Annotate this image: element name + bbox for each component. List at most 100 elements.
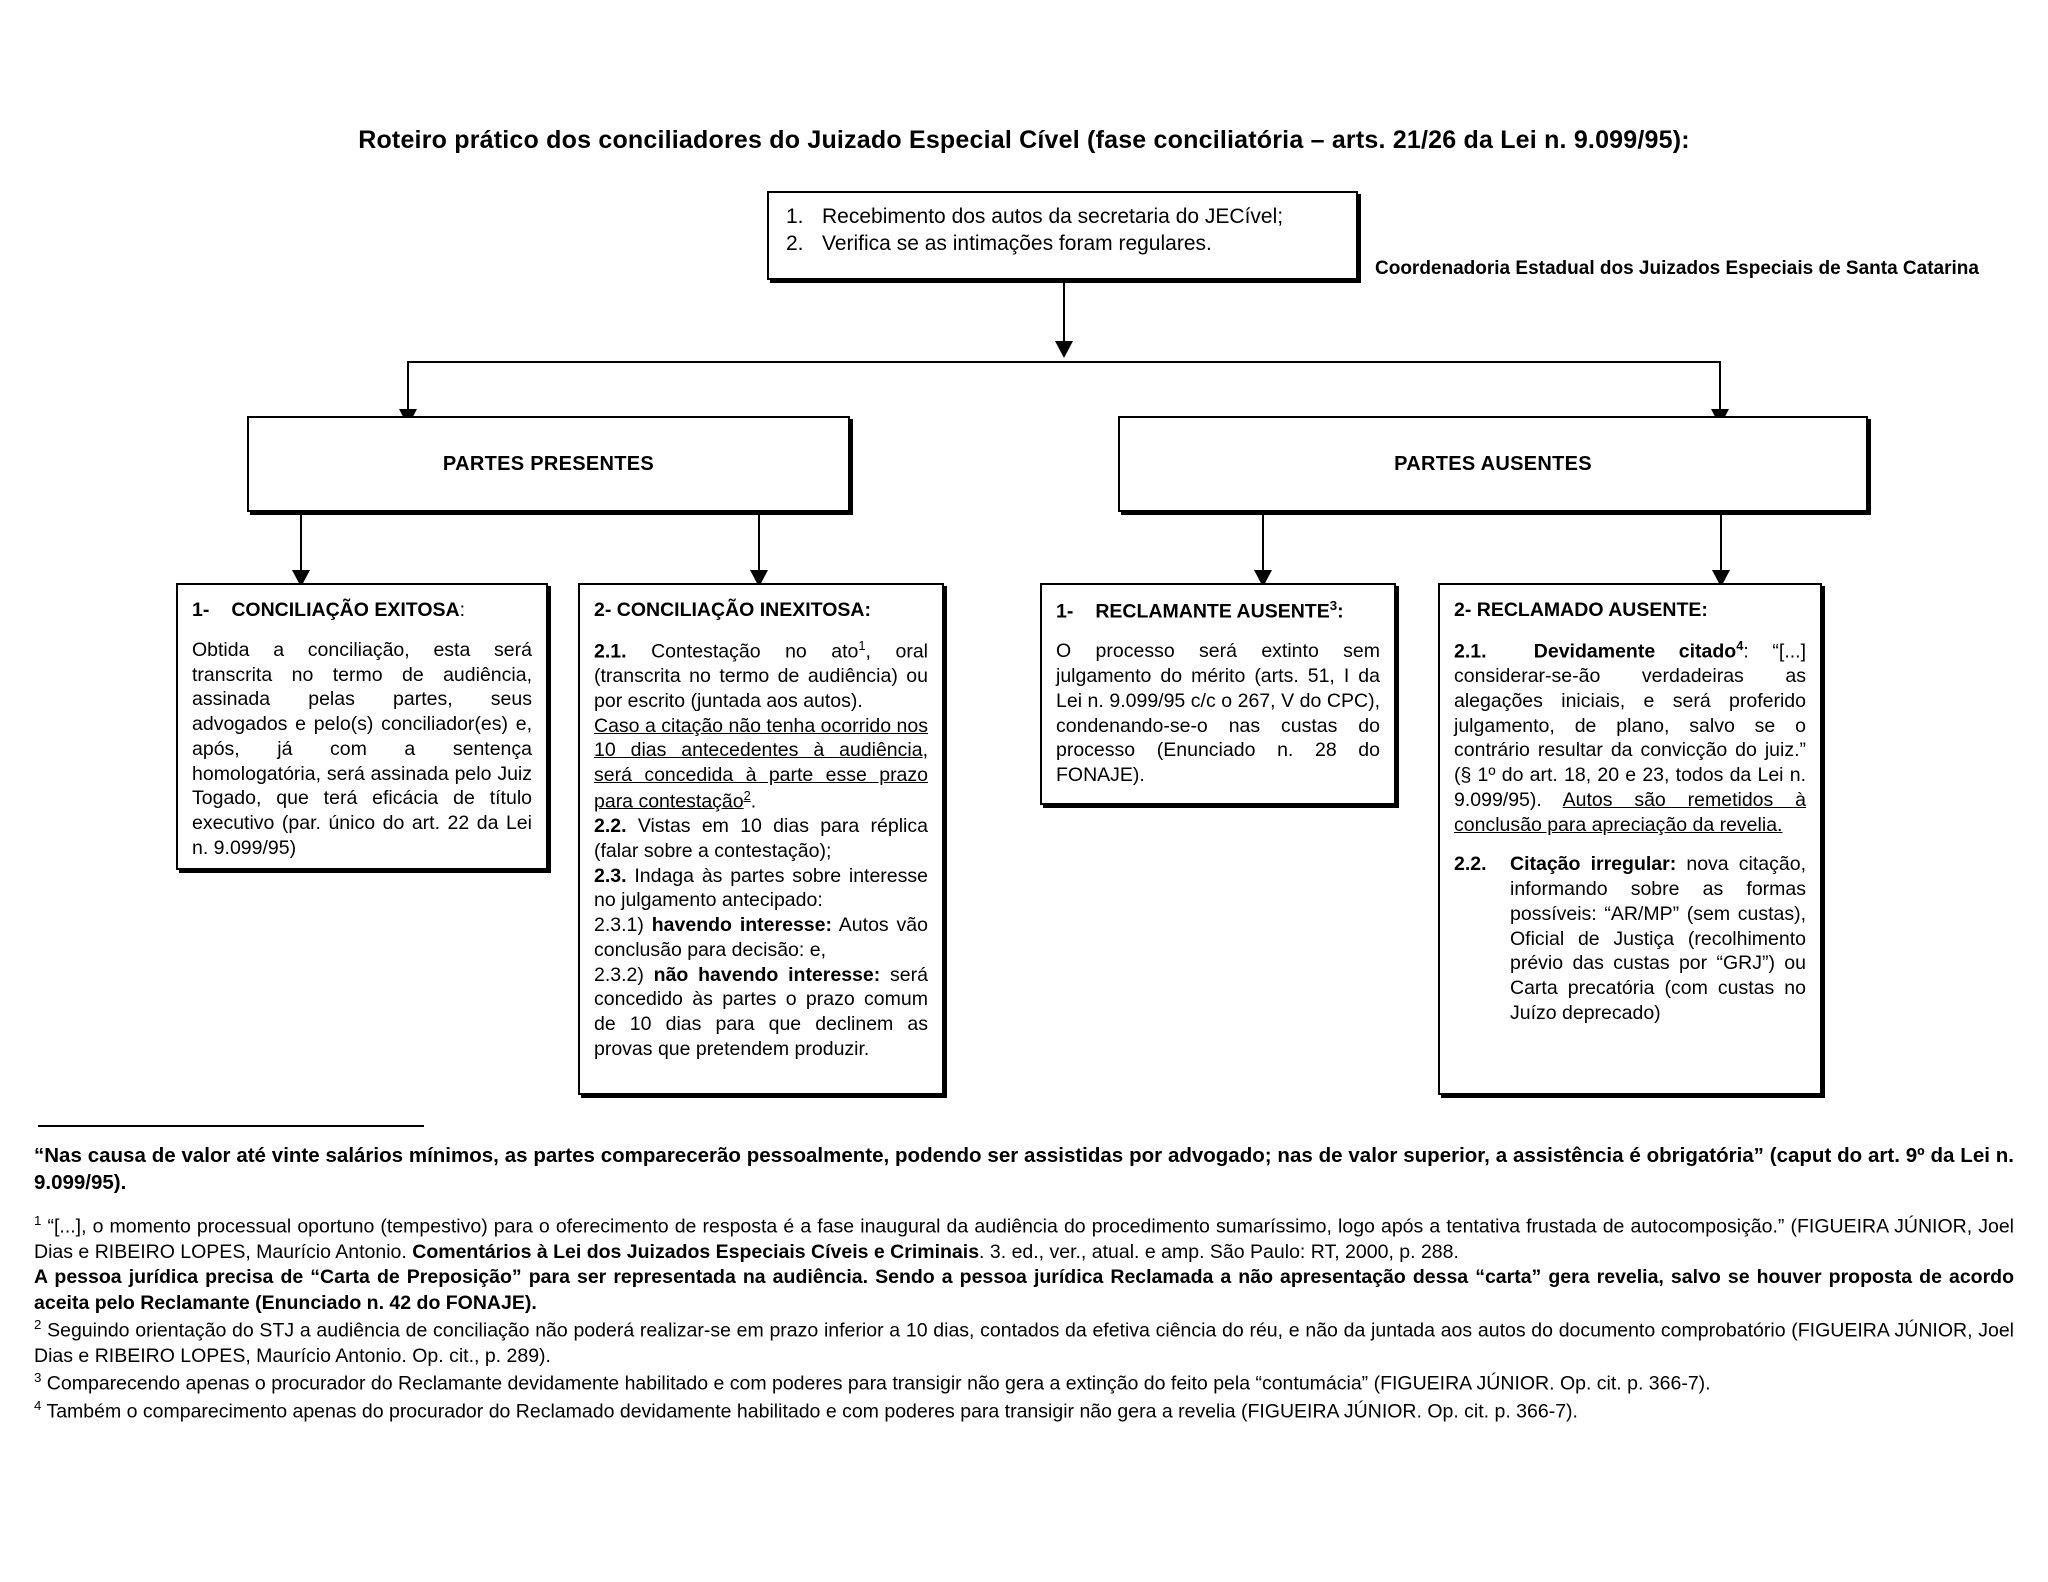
footnote-text: “[...], o momento processual oportuno (t… xyxy=(34,1215,2014,1264)
paragraph-text: nova citação, informando sobre as formas… xyxy=(1510,853,1806,1024)
footnote-marker: 1 xyxy=(34,1213,42,1229)
paragraph-number: 2.1. xyxy=(594,640,627,663)
connector-vertical-reclamante xyxy=(1262,512,1264,574)
footnote-item: 3 Comparecendo apenas o procurador do Re… xyxy=(34,1369,2014,1397)
box-body-text: O processo será extinto sem julgamento d… xyxy=(1056,640,1380,786)
connector-vertical-right xyxy=(1719,361,1721,413)
paragraph-2-3: 2.3. Indaga às partes sobre interesse no… xyxy=(594,864,928,914)
underlined-period: . xyxy=(750,790,757,813)
paragraph-text: será concedido às partes o prazo comum d… xyxy=(594,963,928,1060)
footnote-text: Também o comparecimento apenas do procur… xyxy=(46,1400,1578,1423)
footnote-ref-3: 3 xyxy=(1329,598,1338,613)
paragraph-number: 2.3. xyxy=(594,864,627,887)
footnote-text: Comparecendo apenas o procurador do Recl… xyxy=(46,1372,1711,1395)
footnote-list: 1 “[...], o momento processual oportuno … xyxy=(34,1212,2014,1425)
paragraph-number: 2.2. xyxy=(1454,853,1487,876)
node-partes-ausentes: PARTES AUSENTES xyxy=(1118,416,1868,512)
underlined-text: Caso a citação não tenha ocorrido nos 10… xyxy=(594,714,928,813)
box-body-text: Obtida a conciliação, esta será transcri… xyxy=(192,638,532,859)
list-item-number: 2. xyxy=(786,232,804,256)
footnote-marker: 2 xyxy=(34,1317,42,1333)
footnote-text-bold: A pessoa jurídica precisa de “Carta de P… xyxy=(34,1266,2014,1314)
footnote-text: Seguindo orientação do STJ a audiência d… xyxy=(34,1319,2015,1367)
top-process-box: 1. Recebimento dos autos da secretaria d… xyxy=(767,191,1358,280)
paragraph-lead-bold: não havendo interesse: xyxy=(653,963,881,986)
paragraph-text: considerar-se-ão verdadeiras as alegaçõe… xyxy=(1454,665,1806,811)
paragraph-number: 2.2. xyxy=(594,815,627,837)
paragraph-2-1: 2.1. Contestação no ato1, oral (transcri… xyxy=(594,638,928,714)
node-label: PARTES PRESENTES xyxy=(442,452,655,475)
footnote-item: 1 “[...], o momento processual oportuno … xyxy=(34,1212,2014,1265)
box-conciliacao-inexitosa: 2- CONCILIAÇÃO INEXITOSA: 2.1. Contestaç… xyxy=(578,583,944,1095)
footnote-ref-2: 2 xyxy=(743,787,751,803)
heading-title: CONCILIAÇÃO EXITOSA xyxy=(231,599,460,621)
arrowhead-exitosa xyxy=(292,570,310,587)
paragraph-2-1-underlined: Caso a citação não tenha ocorrido nos 10… xyxy=(594,714,928,815)
paragraph-number: 2.3.2) xyxy=(594,963,644,986)
arrowhead-main-split xyxy=(1055,341,1073,358)
footnote-ref-4: 4 xyxy=(1736,637,1744,653)
paragraph-2-2: 2.2. Citação irregular: nova citação, in… xyxy=(1454,852,1806,1025)
paragraph-2-2: 2.2. Vistas em 10 dias para réplica (fal… xyxy=(594,814,928,864)
footnote-marker: 3 xyxy=(34,1370,42,1386)
paragraph-lead-bold: Devidamente citado xyxy=(1533,640,1737,663)
paragraph-lead-bold: Citação irregular: xyxy=(1510,853,1677,876)
connector-vertical-left xyxy=(407,361,409,413)
list-item: 1. Recebimento dos autos da secretaria d… xyxy=(786,204,1339,230)
heading-title: RECLAMANTE AUSENTE xyxy=(1095,600,1330,623)
list-item-text: Recebimento dos autos da secretaria do J… xyxy=(822,205,1284,228)
arrowhead-reclamante-ausente xyxy=(1254,570,1272,587)
paragraph-number: 2.3.1) xyxy=(594,914,644,936)
box-reclamante-ausente: 1- RECLAMANTE AUSENTE3: O processo será e… xyxy=(1040,583,1396,805)
node-partes-presentes: PARTES PRESENTES xyxy=(247,416,850,512)
paragraph-2-1: 2.1. Devidamente citado4: “[...] conside… xyxy=(1454,638,1806,838)
list-item-number: 1. xyxy=(786,205,804,228)
arrowhead-reclamado-ausente xyxy=(1712,570,1730,587)
paragraph-body: Citação irregular: nova citação, informa… xyxy=(1510,852,1806,1025)
footnote-item: 4 Também o comparecimento apenas do proc… xyxy=(34,1397,2014,1425)
footnotes-area: “Nas causa de valor até vinte salários m… xyxy=(34,1143,2014,1425)
footnote-text-bold: Comentários à Lei dos Juizados Especiais… xyxy=(412,1241,980,1264)
connector-vertical-inexitosa xyxy=(758,512,760,574)
paragraph-text-a: Contestação no ato xyxy=(651,640,859,663)
connector-horizontal-split xyxy=(407,361,1721,363)
heading-number: 1- xyxy=(1056,600,1074,623)
heading-colon: : xyxy=(459,599,466,621)
paragraph-2-3-2: 2.3.2) não havendo interesse: será conce… xyxy=(594,963,928,1062)
underlined-text: Autos são remetidos à conclusão para apr… xyxy=(1454,788,1806,836)
box-heading: 1- CONCILIAÇÃO EXITOSA: xyxy=(192,598,532,623)
footnote-item: A pessoa jurídica precisa de “Carta de P… xyxy=(34,1265,2014,1316)
paragraph-number: 2.1. xyxy=(1454,640,1487,663)
box-heading: 2- CONCILIAÇÃO INEXITOSA: xyxy=(594,599,871,621)
box-reclamado-ausente: 2- RECLAMADO AUSENTE: 2.1. Devidamente c… xyxy=(1438,583,1822,1095)
box-heading: 1- RECLAMANTE AUSENTE3: xyxy=(1056,598,1380,624)
footnote-marker: 4 xyxy=(34,1398,42,1414)
footnote-separator-rule xyxy=(38,1125,424,1127)
paragraph-after-bold: : “[...] xyxy=(1743,640,1806,663)
paragraph-text: Autos vão conclusão para decisão: e, xyxy=(594,914,928,961)
node-label: PARTES AUSENTES xyxy=(1394,452,1592,475)
paragraph-spacer xyxy=(1454,837,1806,852)
arrowhead-inexitosa xyxy=(750,570,768,587)
connector-vertical-exitosa xyxy=(300,512,302,574)
footnote-text: . 3. ed., ver., atual. e amp. São Paulo:… xyxy=(979,1241,1459,1264)
paragraph-text: Indaga às partes sobre interesse no julg… xyxy=(594,864,928,912)
heading-colon: : xyxy=(1337,600,1344,623)
paragraph-text-b: , oral (transcrita no termo de audiência… xyxy=(594,640,928,712)
paragraph-2-3-1: 2.3.1) havendo interesse: Autos vão conc… xyxy=(594,913,928,963)
heading-number: 1- xyxy=(192,599,210,621)
paragraph-lead-bold: havendo interesse: xyxy=(651,914,832,936)
list-item: 2. Verifica se as intimações foram regul… xyxy=(786,231,1339,257)
list-item-text: Verifica se as intimações foram regulare… xyxy=(822,232,1212,256)
organization-caption: Coordenadoria Estadual dos Juizados Espe… xyxy=(1375,258,1979,279)
top-process-list: 1. Recebimento dos autos da secretaria d… xyxy=(769,193,1356,258)
paragraph-text: Vistas em 10 dias para réplica (falar so… xyxy=(594,815,928,862)
box-conciliacao-exitosa: 1- CONCILIAÇÃO EXITOSA: Obtida a concilia… xyxy=(176,583,548,870)
connector-vertical-main xyxy=(1063,281,1065,343)
page-title: Roteiro prático dos conciliadores do Jui… xyxy=(358,126,1690,154)
footnote-item: 2 Seguindo orientação do STJ a audiência… xyxy=(34,1316,2014,1369)
connector-vertical-reclamado xyxy=(1720,512,1722,574)
footnote-ref-1: 1 xyxy=(858,637,866,653)
box-heading: 2- RECLAMADO AUSENTE: xyxy=(1454,599,1708,621)
